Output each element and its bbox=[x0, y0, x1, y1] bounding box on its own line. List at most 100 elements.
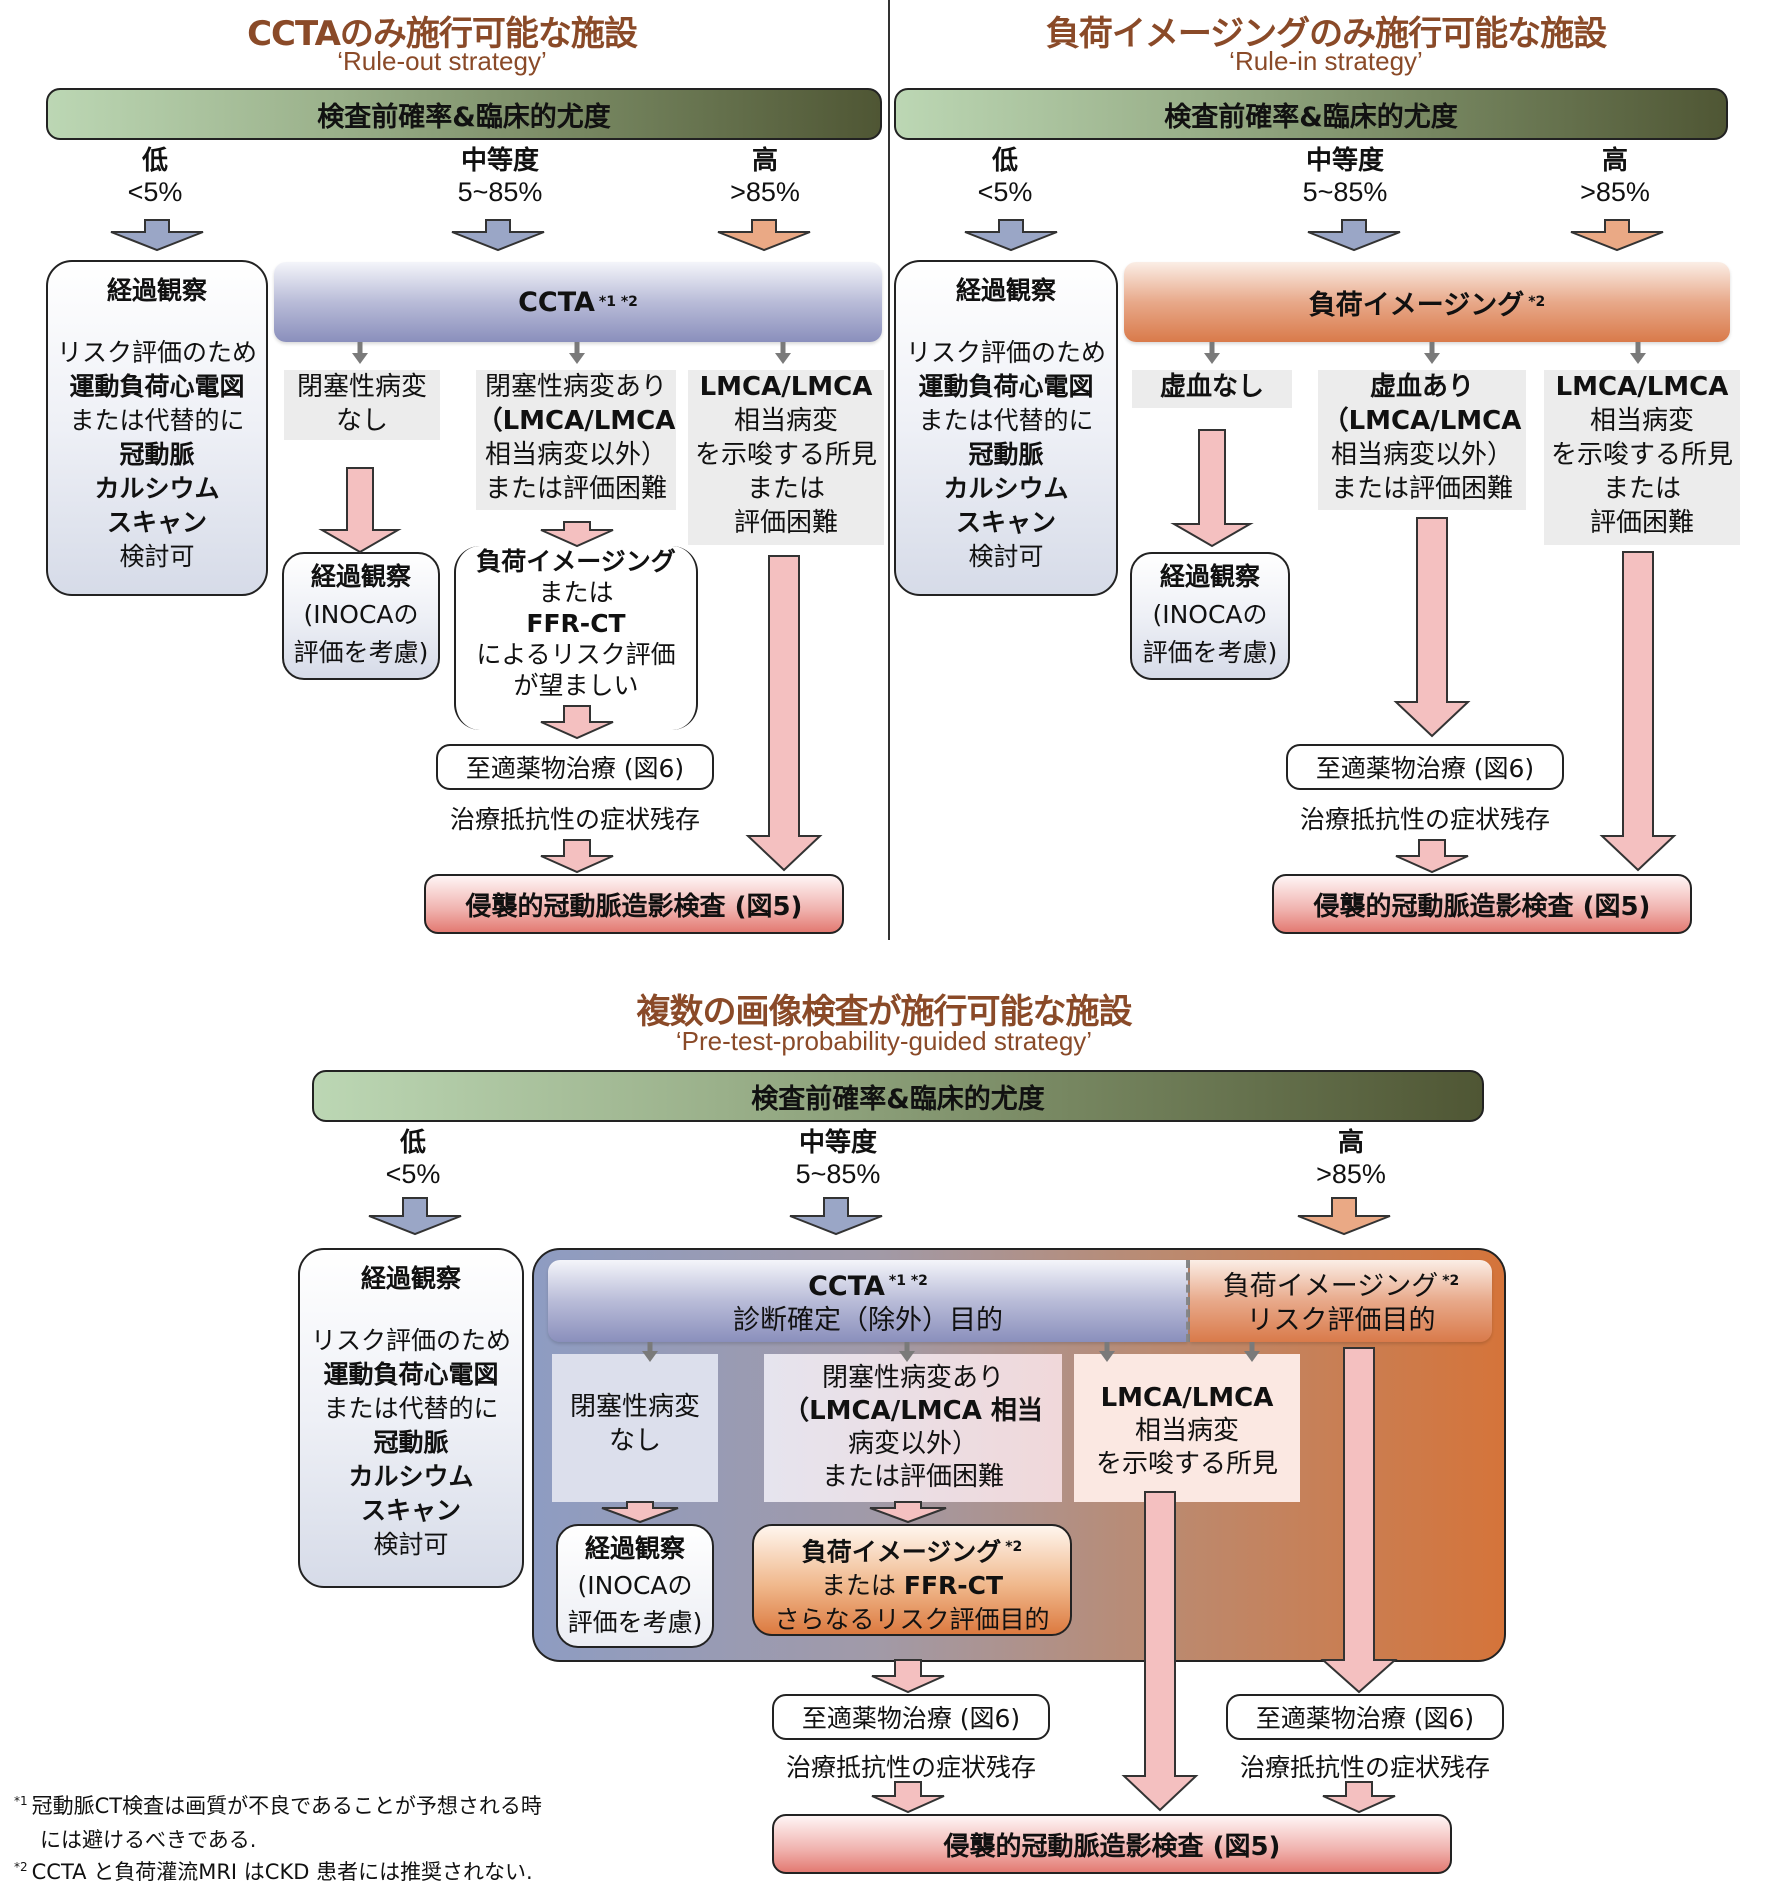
followup-line: (INOCAの bbox=[303, 600, 419, 629]
flow-arrow bbox=[871, 1781, 945, 1814]
outcome-line: 評価困難 bbox=[1589, 508, 1694, 538]
outcome-line: を示唆する所見 bbox=[1550, 440, 1733, 470]
outcome-no-ischemia: 虚血なし bbox=[1132, 370, 1292, 408]
invasive-angiography-box-right: 侵襲的冠動脈造影検査 (図5) bbox=[1272, 874, 1692, 934]
observation-line: スキャン bbox=[360, 1496, 461, 1525]
outcome-line: LMCA/LMCA bbox=[699, 372, 873, 402]
level-arrow-intermediate bbox=[451, 219, 545, 252]
outcome-line: または評価困難 bbox=[484, 474, 667, 504]
level-name: 中等度 bbox=[1305, 146, 1384, 176]
stress-imaging-label: 負荷イメージング bbox=[1308, 289, 1525, 321]
level-low: 低 <5% bbox=[358, 1128, 468, 1190]
followup-line: 評価を考慮) bbox=[293, 638, 429, 667]
level-low: 低 <5% bbox=[100, 146, 210, 208]
outcome-line: または評価困難 bbox=[821, 1462, 1004, 1492]
further-line: 負荷イメージング bbox=[801, 1537, 1002, 1567]
omt-box-right: 至適薬物治療 (図6) bbox=[1286, 744, 1564, 790]
level-arrow-low bbox=[964, 219, 1058, 252]
level-arrow-high bbox=[1297, 1197, 1391, 1236]
outcome-line: 虚血あり bbox=[1369, 372, 1474, 402]
risk-line: 負荷イメージング bbox=[476, 547, 676, 576]
panel-divider bbox=[888, 0, 890, 940]
level-name: 中等度 bbox=[460, 146, 539, 176]
level-arrow-high bbox=[1570, 219, 1664, 252]
flow-arrow bbox=[318, 467, 402, 554]
outcome-line: 閉塞性病変 bbox=[296, 372, 427, 402]
observation-line: カルシウム bbox=[94, 474, 220, 503]
observation-line: 検討可 bbox=[968, 542, 1044, 571]
ffrct-label: FFR-CT bbox=[903, 1571, 1004, 1601]
branch-arrow bbox=[1099, 1342, 1115, 1362]
level-arrow-high bbox=[717, 219, 811, 252]
risk-line: が望ましい bbox=[513, 671, 639, 700]
observation-line: リスク評価のため bbox=[905, 338, 1106, 367]
level-range: >85% bbox=[1316, 1159, 1386, 1189]
outcome-no-obstruction: 閉塞性病変 なし bbox=[284, 370, 440, 440]
flow-arrow bbox=[540, 705, 614, 740]
level-arrow-intermediate bbox=[789, 1197, 883, 1236]
branch-arrow bbox=[352, 342, 368, 364]
footnote-ref: *1 *2 bbox=[598, 294, 638, 310]
branch-arrow bbox=[1244, 1342, 1260, 1362]
risk-assessment-box: 負荷イメージング または FFR-CT によるリスク評価 が望ましい bbox=[454, 546, 698, 730]
observation-title: 経過観察 bbox=[955, 276, 1056, 305]
observation-line: または代替的に bbox=[69, 406, 245, 435]
omt-box-left: 至適薬物治療 (図6) bbox=[436, 744, 714, 790]
observation-title: 経過観察 bbox=[360, 1264, 461, 1293]
further-risk-assessment-box: 負荷イメージング*2 または FFR-CT さらなるリスク評価目的 bbox=[752, 1524, 1072, 1636]
outcome-line: 閉塞性病変 bbox=[569, 1392, 700, 1422]
level-name: 高 bbox=[1601, 146, 1628, 176]
right-panel-title: 負荷イメージングのみ施行可能な施設 bbox=[1045, 14, 1607, 54]
flow-arrow bbox=[869, 1501, 947, 1524]
level-name: 低 bbox=[399, 1128, 426, 1158]
bottom-panel-title: 複数の画像検査が施行可能な施設 bbox=[636, 992, 1133, 1032]
branch-arrow bbox=[1204, 342, 1220, 364]
flow-arrow bbox=[540, 521, 614, 548]
stress-imaging-header: 負荷イメージング*2 リスク評価目的 bbox=[1190, 1260, 1492, 1342]
branch-arrow bbox=[1424, 342, 1440, 364]
outcome-line: 虚血なし bbox=[1159, 372, 1264, 402]
footnote-text: 冠動脈CT検査は画質が不良であることが予想される時 bbox=[31, 1794, 542, 1818]
followup-box-left: 経過観察 (INOCAの 評価を考慮) bbox=[282, 552, 440, 680]
observation-box-bottom: 経過観察 リスク評価のため 運動負荷心電図 または代替的に 冠動脈 カルシウム … bbox=[298, 1248, 524, 1588]
footnote-ref: *2 bbox=[1528, 294, 1546, 310]
risk-line: FFR-CT bbox=[526, 609, 626, 638]
followup-box-right: 経過観察 (INOCAの 評価を考慮) bbox=[1130, 552, 1290, 680]
footnote-text: CCTA と負荷灌流MRI はCKD 患者には推奨されない. bbox=[31, 1860, 533, 1882]
observation-line: リスク評価のため bbox=[56, 338, 257, 367]
pretest-probability-bar: 検査前確率&臨床的尤度 bbox=[46, 88, 882, 140]
left-panel-title: CCTAのみ施行可能な施設 bbox=[247, 14, 638, 54]
level-intermediate: 中等度 5~85% bbox=[430, 146, 570, 208]
flow-arrow bbox=[1393, 517, 1471, 738]
bottom-panel-subtitle: ‘Pre-test-probability-guided strategy’ bbox=[675, 1026, 1093, 1056]
observation-line: 検討可 bbox=[119, 542, 195, 571]
ccta-label: CCTA bbox=[518, 286, 595, 318]
level-name: 高 bbox=[1337, 1128, 1364, 1158]
flow-arrow bbox=[871, 1659, 945, 1694]
outcome-line: 相当病変 bbox=[1589, 406, 1694, 436]
refractory-text-bottom-right: 治療抵抗性の症状残存 bbox=[1239, 1753, 1490, 1782]
outcome-line: （LMCA/LMCA bbox=[1322, 406, 1522, 436]
right-panel-subtitle: ‘Rule-in strategy’ bbox=[1229, 46, 1423, 76]
ccta-header: CCTA*1 *2 診断確定（除外）目的 bbox=[548, 1260, 1188, 1342]
level-range: <5% bbox=[127, 177, 183, 207]
outcome-obstruction: 閉塞性病変あり （LMCA/LMCA 相当病変以外） または評価困難 bbox=[476, 370, 676, 510]
outcome-line: LMCA/LMCA bbox=[1555, 372, 1729, 402]
refractory-text-left: 治療抵抗性の症状残存 bbox=[449, 805, 700, 834]
footnote-mark: *1 bbox=[14, 1794, 28, 1808]
followup-line: 経過観察 bbox=[1159, 562, 1260, 591]
observation-line: 冠動脈 bbox=[968, 440, 1044, 469]
flow-arrow bbox=[540, 839, 614, 874]
risk-line: または bbox=[538, 578, 614, 607]
level-range: >85% bbox=[730, 177, 800, 207]
observation-line: または代替的に bbox=[323, 1394, 499, 1423]
level-high: 高 >85% bbox=[1560, 146, 1670, 208]
level-name: 高 bbox=[751, 146, 778, 176]
flow-arrow bbox=[601, 1501, 679, 1524]
flow-arrow bbox=[1320, 1347, 1398, 1694]
outcome-obstruction: 閉塞性病変あり （LMCA/LMCA 相当 病変以外） または評価困難 bbox=[764, 1354, 1062, 1502]
pretest-bar-label: 検査前確率&臨床的尤度 bbox=[317, 101, 611, 133]
flow-arrow bbox=[1170, 429, 1254, 548]
